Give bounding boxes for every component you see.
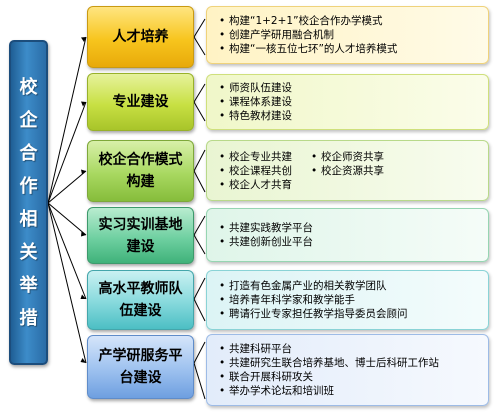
category-label: 高水平教师队伍建设 bbox=[98, 281, 183, 319]
category-box-teacher-team: 高水平教师队伍建设 bbox=[87, 270, 194, 330]
root-topic-char: 举 bbox=[19, 274, 38, 296]
detail-item: •校企资源共享 bbox=[311, 164, 384, 177]
detail-item: •校企师资共享 bbox=[311, 150, 384, 163]
category-box-talent-training: 人才培养 bbox=[87, 6, 194, 68]
category-label: 产学研服务平台建设 bbox=[98, 348, 183, 386]
detail-item: •构建“一核五位七环”的人才培养模式 bbox=[219, 43, 398, 55]
detail-item: •特色教材建设 bbox=[219, 110, 292, 122]
detail-item: •举办学术论坛和培训班 bbox=[219, 385, 334, 397]
root-topic-char: 企 bbox=[19, 109, 38, 131]
detail-item: •培养青年科学家和教学能手 bbox=[219, 294, 355, 306]
detail-item: •打造有色金属产业的相关教学团队 bbox=[219, 280, 387, 292]
category-box-research-platform: 产学研服务平台建设 bbox=[87, 335, 194, 399]
detail-box-teacher-team: •打造有色金属产业的相关教学团队 •培养青年科学家和教学能手 •聘请行业专家担任… bbox=[206, 270, 489, 330]
detail-box-training-base: •共建实践教学平台 •共建创新创业平台 bbox=[206, 208, 489, 262]
detail-item: •校企课程共创 bbox=[219, 164, 292, 177]
detail-item: •共建实践教学平台 bbox=[219, 222, 313, 234]
detail-item: •构建“1+2+1”校企合作办学模式 bbox=[219, 15, 383, 27]
detail-item: •课程体系建设 bbox=[219, 96, 292, 108]
category-label: 人才培养 bbox=[112, 29, 169, 45]
detail-box-research-platform: •共建科研平台 •共建研究生联合培养基地、博士后科研工作站 •联合开展科研攻关 … bbox=[206, 334, 489, 406]
root-topic-char: 相 bbox=[19, 208, 38, 230]
detail-item: •联合开展科研攻关 bbox=[219, 371, 313, 383]
root-topic-box: 校 企 合 作 相 关 举 措 bbox=[9, 40, 48, 365]
detail-item: •师资队伍建设 bbox=[219, 82, 292, 94]
category-label: 实习实训基地建设 bbox=[98, 216, 183, 255]
detail-item: •共建科研平台 bbox=[219, 343, 292, 355]
root-topic-char: 校 bbox=[19, 76, 38, 98]
detail-item: •校企专业共建 bbox=[219, 150, 292, 163]
detail-box-cooperation-model: •校企专业共建 •校企师资共享 •校企课程共创 •校企资源共享 •校企人才共育 bbox=[206, 140, 489, 201]
root-topic-char: 作 bbox=[19, 175, 38, 197]
root-topic-char: 关 bbox=[19, 241, 38, 263]
category-box-major-construction: 专业建设 bbox=[87, 73, 194, 131]
detail-item: •共建研究生联合培养基地、博士后科研工作站 bbox=[219, 357, 439, 369]
detail-item: •聘请行业专家担任教学指导委员会顾问 bbox=[219, 308, 408, 320]
root-topic-char: 措 bbox=[19, 307, 38, 329]
category-box-cooperation-model: 校企合作模式构建 bbox=[87, 140, 194, 202]
detail-box-major-construction: •师资队伍建设 •课程体系建设 •特色教材建设 bbox=[206, 74, 489, 130]
root-topic-char: 合 bbox=[19, 142, 38, 164]
category-label: 校企合作模式构建 bbox=[98, 152, 183, 190]
category-box-training-base: 实习实训基地建设 bbox=[87, 207, 194, 264]
detail-item: •校企人才共育 bbox=[219, 178, 292, 191]
category-label: 专业建设 bbox=[112, 94, 169, 110]
detail-box-talent-training: •构建“1+2+1”校企合作办学模式 •创建产学研用融合机制 •构建“一核五位七… bbox=[206, 6, 489, 64]
detail-item: •创建产学研用融合机制 bbox=[219, 29, 334, 41]
detail-item: •共建创新创业平台 bbox=[219, 236, 313, 248]
